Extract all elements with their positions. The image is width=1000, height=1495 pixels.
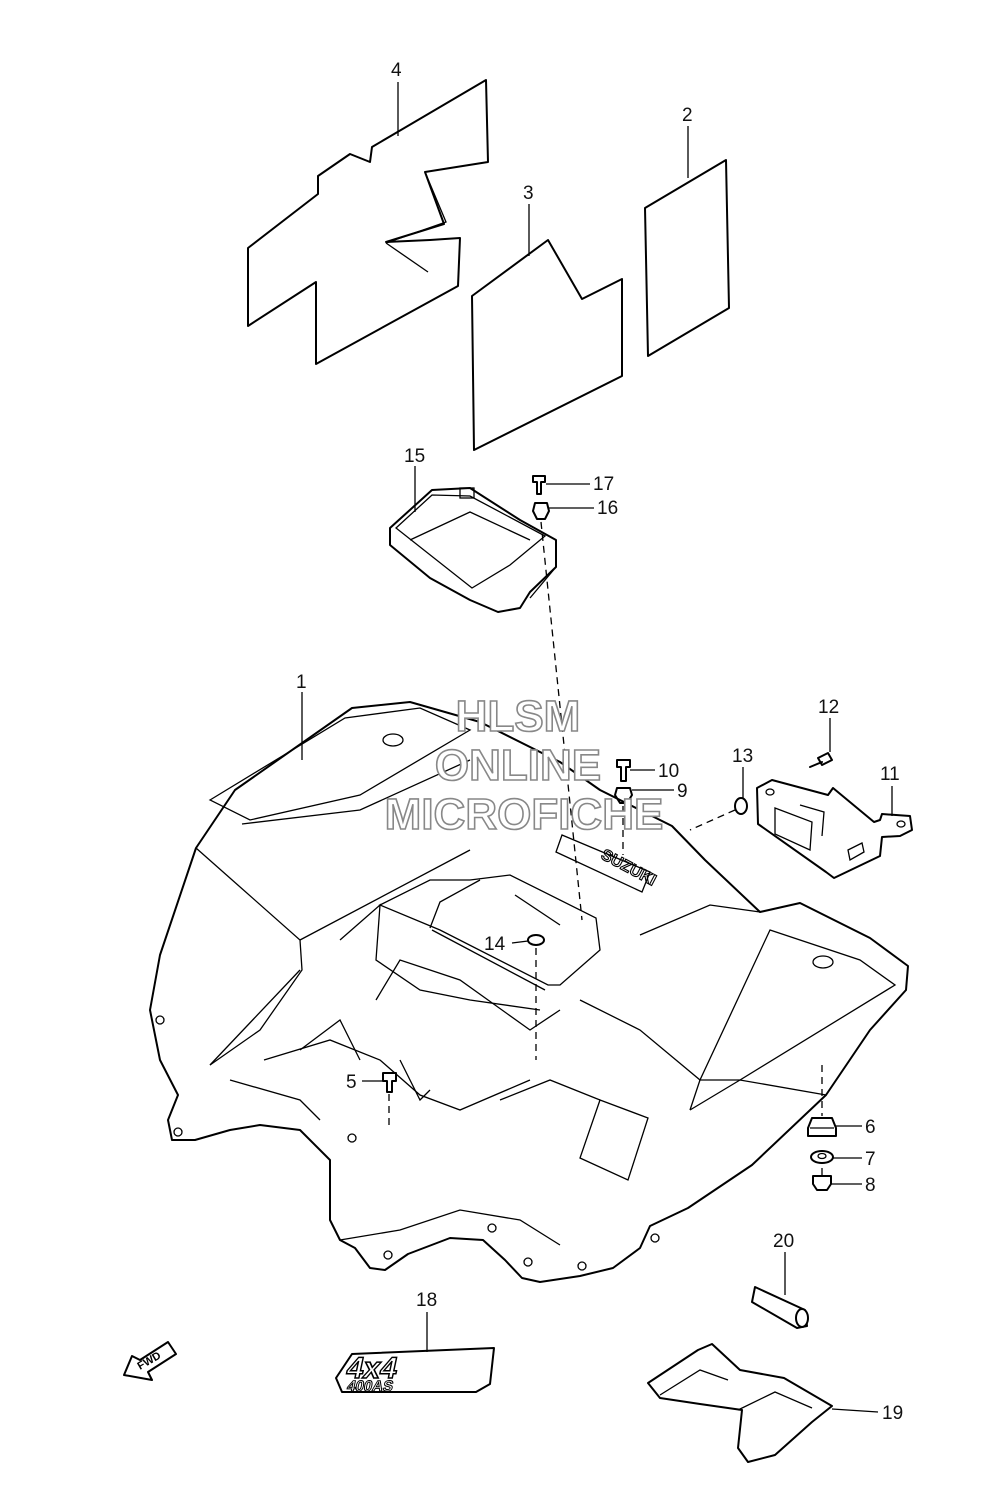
callout-6: 6	[865, 1117, 876, 1138]
fender-brand-text: SUZUKI	[598, 847, 659, 890]
callout-1: 1	[296, 672, 307, 693]
callout-5: 5	[346, 1072, 357, 1093]
callout-10: 10	[658, 761, 679, 782]
callout-9: 9	[677, 781, 688, 802]
sticker-part-2	[644, 159, 730, 357]
forward-arrow-icon: FWD	[123, 1341, 177, 1381]
screw-part-17	[532, 475, 546, 495]
callout-labels: 4 2 3 15 17 16 1 12 13 10 11 9 14 5 6 7 …	[296, 60, 903, 1424]
callout-15: 15	[404, 446, 425, 467]
washer-part-13	[734, 797, 748, 815]
callout-19: 19	[882, 1403, 903, 1424]
callout-14: 14	[484, 934, 506, 955]
callout-17: 17	[593, 474, 614, 495]
sticker-sheet-part-4	[247, 79, 489, 365]
screw-part-5	[382, 1072, 397, 1093]
leader-lines	[301, 82, 893, 1413]
screw-part-12	[809, 752, 833, 768]
callout-8: 8	[865, 1175, 876, 1196]
collar-part-7	[810, 1150, 834, 1164]
callout-7: 7	[865, 1149, 876, 1170]
grommet-part-6	[807, 1117, 837, 1137]
cover-part-19	[647, 1343, 833, 1463]
spacer-part-20	[751, 1286, 809, 1329]
watermark-line-3: MICROFICHE	[385, 790, 664, 839]
assembly-lines	[388, 521, 823, 1125]
callout-2: 2	[682, 105, 693, 126]
screw-part-10	[616, 759, 631, 782]
forward-arrow-text: FWD	[136, 1350, 164, 1373]
bolt-part-8	[812, 1168, 832, 1191]
emblem-main-text: 4x4	[344, 1352, 401, 1385]
callout-4: 4	[391, 60, 402, 81]
callout-13: 13	[732, 746, 753, 767]
callout-18: 18	[416, 1290, 437, 1311]
callout-3: 3	[523, 183, 534, 204]
bracket-part-11	[756, 779, 913, 879]
callout-16: 16	[597, 498, 618, 519]
watermark-line-1: HLSM	[456, 692, 581, 741]
callout-11: 11	[880, 764, 900, 785]
nut-part-16	[532, 502, 550, 520]
emblem-part-18: 4x4 400AS	[335, 1347, 495, 1395]
watermark: HLSM ONLINE MICROFICHE	[384, 691, 664, 840]
callout-12: 12	[818, 697, 839, 718]
storage-box-part-15	[389, 487, 557, 613]
cap-part-14	[527, 934, 545, 946]
emblem-sub-text: 400AS	[345, 1378, 394, 1395]
watermark-line-2: ONLINE	[435, 741, 601, 790]
callout-20: 20	[773, 1231, 794, 1252]
sticker-part-3	[471, 239, 623, 451]
